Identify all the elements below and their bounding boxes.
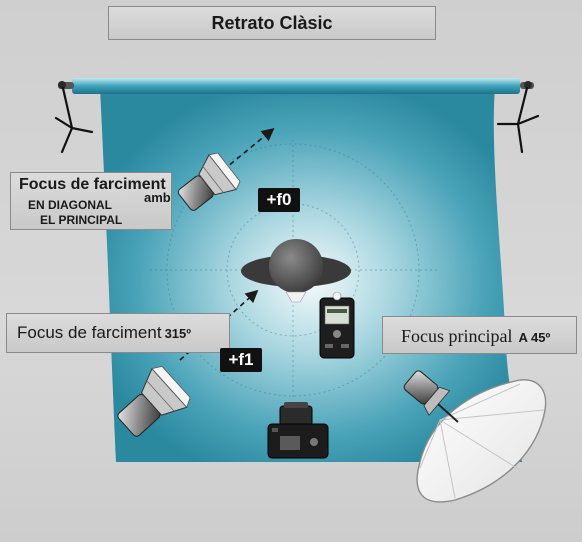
- main-light-name: Focus principal: [401, 326, 513, 346]
- softbox-light-icon: [177, 152, 241, 211]
- main-light-angle: A 45º: [518, 330, 551, 345]
- stop-badge-fill-315: +f1: [220, 348, 262, 372]
- fill-light-diagonal-name: Focus de farciment: [19, 176, 166, 193]
- fill-light-diagonal-line3: EL PRINCIPAL: [40, 213, 123, 227]
- stop-badge-diagonal: +f0: [258, 188, 300, 212]
- light-meter-icon: [319, 291, 355, 359]
- direction-arrow: [179, 289, 259, 361]
- umbrella-light-icon: [403, 370, 547, 503]
- fill-light-diagonal-line2: EN DIAGONAL: [28, 198, 112, 212]
- fill-light-315-angle: 315º: [164, 326, 192, 341]
- fill-light-diagonal-label: Focus de farciment amb EN DIAGONAL EL PR…: [10, 172, 172, 230]
- camera-icon: [267, 402, 329, 459]
- fill-light-diagonal-suffix: amb: [144, 190, 171, 205]
- main-light-label: Focus principal A 45º: [382, 316, 577, 354]
- backdrop-roll: [58, 78, 534, 94]
- light-stand-icon: [496, 86, 540, 154]
- page-title: Retrato Clàsic: [108, 6, 436, 40]
- light-stand-icon: [54, 86, 94, 154]
- subject-icon: [241, 239, 351, 303]
- softbox-light-icon: [117, 365, 191, 437]
- fill-light-315-name: Focus de farciment: [17, 323, 162, 342]
